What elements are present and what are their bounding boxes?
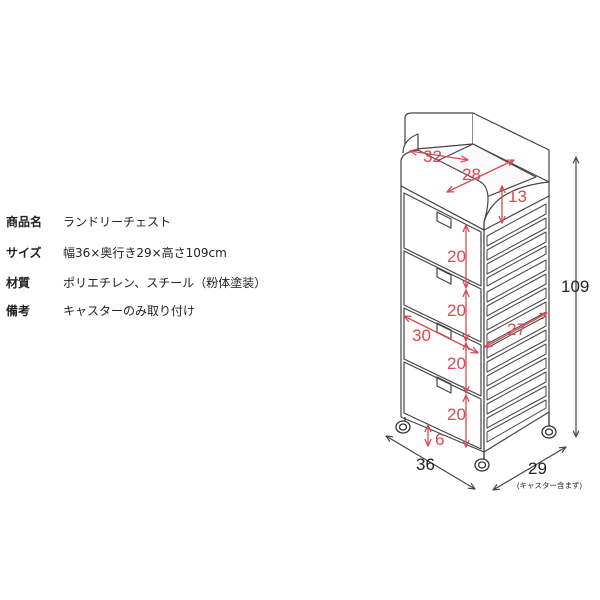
outer-depth-note: (キャスター含まず) xyxy=(517,480,582,490)
drawer-4-front xyxy=(403,361,482,450)
caster-height-label: 6 xyxy=(435,430,444,449)
tray-depth-arrow xyxy=(447,160,514,192)
spec-value: ランドリーチェスト xyxy=(63,215,172,229)
outer-width-label: 36 xyxy=(416,455,435,474)
front-frame xyxy=(400,185,485,453)
casters xyxy=(395,412,557,472)
spec-label: 材質 xyxy=(6,276,31,290)
outer-depth-label: 29 xyxy=(528,459,547,478)
tray-width-label: 32 xyxy=(423,147,442,166)
caster-front-left xyxy=(395,417,411,434)
spec-value: ポリエチレン、スチール（粉体塗装） xyxy=(63,276,267,290)
drawer-3-height-label: 20 xyxy=(447,354,466,373)
tray-depth-label: 28 xyxy=(462,165,481,184)
dimension-labels: 32 28 13 20 20 20 20 30 27 6 109 36 29 (… xyxy=(412,147,589,490)
spec-label: サイズ xyxy=(6,246,42,260)
drawer-2-front xyxy=(403,250,482,343)
outer-width-arrow xyxy=(386,436,475,489)
drawer-1-height-label: 20 xyxy=(447,247,466,266)
spec-value: キャスターのみ取り付け xyxy=(63,304,196,318)
spec-label: 商品名 xyxy=(6,215,43,229)
caster-front-right xyxy=(474,452,490,472)
drawer-1-front xyxy=(403,192,482,287)
spec-value: 幅36×奥行き29×高さ109cm xyxy=(63,246,227,260)
drawer-depth-arrow xyxy=(485,313,547,347)
spec-label: 備考 xyxy=(6,304,31,318)
tray-width-arrow xyxy=(410,151,468,160)
drawer-width-label: 30 xyxy=(412,326,431,345)
drawer-2-handle xyxy=(436,267,452,285)
outer-dimension-arrows xyxy=(386,157,576,490)
tray-height-label: 13 xyxy=(508,187,527,206)
drawer-depth-label: 27 xyxy=(507,320,526,339)
tray-back-wall xyxy=(404,112,474,151)
drawer-4-handle xyxy=(436,376,452,394)
drawer-2-height-label: 20 xyxy=(447,301,466,320)
drawer-4-height-label: 20 xyxy=(447,405,466,424)
outer-depth-arrow xyxy=(493,447,566,490)
drawer-width-arrow xyxy=(404,316,478,353)
caster-back-right xyxy=(541,412,557,439)
total-height-label: 109 xyxy=(561,277,589,296)
drawer-1-handle xyxy=(436,211,452,229)
